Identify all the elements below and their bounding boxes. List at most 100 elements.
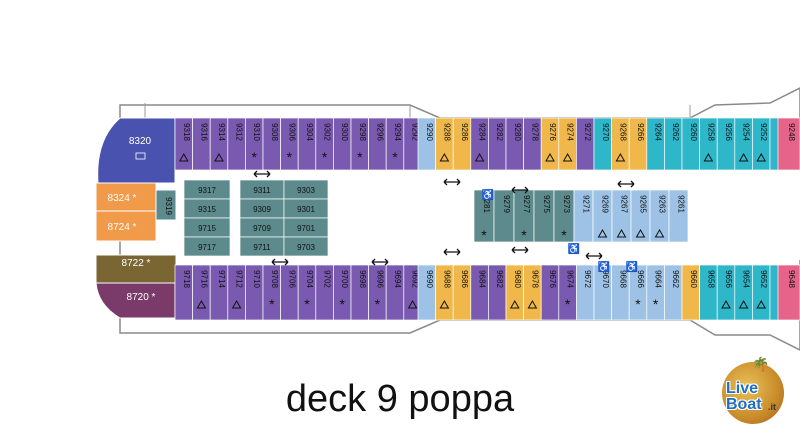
cabin-8722-label: 8722 * xyxy=(122,258,151,269)
cabin-bottom-9708-symbol: * xyxy=(269,296,275,312)
cabin-bottom-9656-label: 9656 xyxy=(724,270,733,288)
cabin-bottom-9692-label: 9692 xyxy=(411,270,420,288)
cabin-8720-shape xyxy=(95,282,176,319)
cabin-bottom-9716-label: 9716 xyxy=(199,270,208,288)
cabin-bottom-9688-symbol xyxy=(439,299,450,309)
tv-icon xyxy=(135,152,146,160)
cabin-9319-shape xyxy=(155,189,177,221)
cabin-center-9717-label: 9717 xyxy=(198,243,216,252)
cabin-top-9318-label: 9318 xyxy=(182,123,191,141)
cabin-inner-9263-symbol xyxy=(654,228,665,238)
cabin-bottom-9682-label: 9682 xyxy=(495,270,504,288)
cabin-top-9262-label: 9262 xyxy=(671,123,680,141)
logo-boat-text: Boat xyxy=(726,396,762,413)
cabin-inner-9277-symbol: * xyxy=(521,227,527,243)
cabin-inner-9277-label: 9277 xyxy=(522,195,531,213)
cabin-center-9303-label: 9303 xyxy=(297,186,315,195)
cabin-bottom-9658-label: 9658 xyxy=(706,270,715,288)
cabin-bottom-9678-label: 9678 xyxy=(530,270,539,288)
cabin-center-9701-label: 9701 xyxy=(297,224,315,233)
cabin-top-9290-label: 9290 xyxy=(425,123,434,141)
cabin-center-9311-label: 9311 xyxy=(253,186,271,195)
cabin-bottom-9674-symbol: * xyxy=(565,296,571,312)
cabin-center-9309-label: 9309 xyxy=(253,205,271,214)
connecting-door-arrow xyxy=(585,252,603,260)
cabin-top-9298-label: 9298 xyxy=(358,123,367,141)
cabin-top-9278-label: 9278 xyxy=(530,123,539,141)
cabin-bottom-9690-label: 9690 xyxy=(425,270,434,288)
cabin-top-9256-label: 9256 xyxy=(724,123,733,141)
cabin-inner-9263-label: 9263 xyxy=(658,195,667,213)
cabin-top-9254-label: 9254 xyxy=(742,123,751,141)
cabin-bottom-9712-label: 9712 xyxy=(235,270,244,288)
cabin-8724-shape xyxy=(95,210,157,242)
accessible-icon: ♿ xyxy=(482,188,494,201)
connecting-door-arrow xyxy=(443,248,461,256)
logo-suffix-text: .it xyxy=(768,402,776,412)
cabin-bottom-9696-symbol: * xyxy=(375,296,381,312)
globe-icon xyxy=(722,362,784,424)
cabin-bottom-9694-label: 9694 xyxy=(393,270,402,288)
cabin-top-9316-label: 9316 xyxy=(199,123,208,141)
cabin-inner-9265-symbol xyxy=(635,228,646,238)
cabin-bottom-9684-label: 9684 xyxy=(478,270,487,288)
cabin-top-9274-symbol xyxy=(562,152,573,162)
cabin-top-9282-label: 9282 xyxy=(495,123,504,141)
cabin-top-9254-symbol xyxy=(738,152,749,162)
cabin-bottom-9648 xyxy=(777,264,800,321)
cabin-bottom-9686-label: 9686 xyxy=(460,270,469,288)
cabin-bottom-9696-label: 9696 xyxy=(375,270,384,288)
cabin-inner-9261 xyxy=(668,189,689,243)
cabin-bottom-9668-label: 9668 xyxy=(618,270,627,288)
cabin-top-9248 xyxy=(777,117,800,171)
cabin-inner-9275-label: 9275 xyxy=(542,195,551,213)
palm-icon: 🌴 xyxy=(752,356,770,372)
cabin-top-9296-label: 9296 xyxy=(375,123,384,141)
cabin-bottom-9706-label: 9706 xyxy=(287,270,296,288)
cabin-top-9304-label: 9304 xyxy=(305,123,314,141)
cabin-top-9276-label: 9276 xyxy=(548,123,557,141)
cabin-bottom-9700-label: 9700 xyxy=(340,270,349,288)
connecting-door-arrow xyxy=(443,178,461,186)
cabin-bottom-9660-label: 9660 xyxy=(689,270,698,288)
cabin-top-9310-symbol: * xyxy=(251,149,257,165)
cabin-center-9717 xyxy=(183,236,231,257)
cabin-top-9318-symbol xyxy=(178,152,189,162)
cabin-bottom-9700-symbol: * xyxy=(339,296,345,312)
cabin-center-9317-label: 9317 xyxy=(198,186,216,195)
cabin-center-9315-label: 9315 xyxy=(198,205,216,214)
cabin-bottom-9680-symbol xyxy=(509,299,520,309)
cabin-bottom-9666-label: 9666 xyxy=(636,270,645,288)
cabin-8320-label: 8320 xyxy=(129,136,152,147)
cabin-bottom-9648-label: 9648 xyxy=(787,270,796,288)
connecting-door-arrow xyxy=(617,180,635,188)
cabin-bottom-9680-label: 9680 xyxy=(513,270,522,288)
cabin-top-9294-label: 9294 xyxy=(393,123,402,141)
cabin-inner-9279-label: 9279 xyxy=(502,195,511,213)
cabin-bottom-9664-symbol: * xyxy=(653,296,659,312)
connecting-door-arrow xyxy=(271,258,289,266)
cabin-inner-9267-label: 9267 xyxy=(620,195,629,213)
cabin-bottom-9714-label: 9714 xyxy=(217,270,226,288)
cabin-bottom-9704-symbol: * xyxy=(304,296,310,312)
cabin-8320-shape xyxy=(97,117,176,184)
cabin-top-9268-label: 9268 xyxy=(618,123,627,141)
cabin-center-9703-label: 9703 xyxy=(297,243,315,252)
cabin-inner-9281-label: 9281 xyxy=(482,195,491,213)
cabin-inner-9267-symbol xyxy=(616,228,627,238)
cabin-bottom-9672-label: 9672 xyxy=(583,270,592,288)
cabin-bottom-9688-label: 9688 xyxy=(442,270,451,288)
cabin-bottom-9712-symbol xyxy=(231,299,242,309)
cabin-top-9268-symbol xyxy=(615,152,626,162)
cabin-bottom-9666-symbol: * xyxy=(635,296,641,312)
cabin-inner-9261-label: 9261 xyxy=(677,195,686,213)
cabin-bottom-9656-symbol xyxy=(721,299,731,309)
cabin-top-9294-symbol: * xyxy=(392,149,398,165)
cabin-bottom-9654-symbol xyxy=(738,299,749,309)
cabin-top-9260-label: 9260 xyxy=(689,123,698,141)
cabin-inner-9273-symbol: * xyxy=(561,227,567,243)
cabin-bottom-9698-label: 9698 xyxy=(358,270,367,288)
cabin-top-9288-label: 9288 xyxy=(442,123,451,141)
cabin-bottom-9716-symbol xyxy=(196,299,207,309)
